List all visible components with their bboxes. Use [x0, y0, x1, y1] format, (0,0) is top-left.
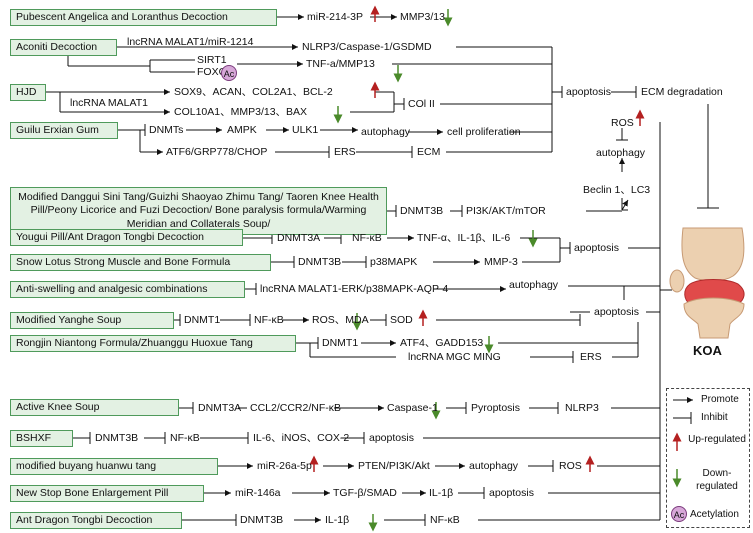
acetylation-icon: Ac: [221, 65, 237, 81]
intervention-snow-lotus: Snow Lotus Strong Muscle and Bone Formul…: [10, 254, 271, 271]
label-beclin1-lc3: Beclin 1、LC3: [583, 184, 651, 196]
label-dnmt3b-antdragon: DNMT3B: [240, 514, 284, 526]
label-dnmts: DNMTs: [149, 124, 184, 136]
intervention-buyang-huanwu: modified buyang huanwu tang: [10, 458, 218, 475]
intervention-bshxf: BSHXF: [10, 430, 73, 447]
label-nlrp3-caspase1-gsdmd: NLRP3/Caspase-1/GSDMD: [302, 41, 432, 53]
label-nfkb-yanghe: NF-κB: [254, 314, 284, 326]
label-lncrna-malat1-mir1214: lncRNA MALAT1/miR-1214: [127, 36, 254, 48]
label-koa: KOA: [693, 343, 722, 358]
label-nfkb-bshxf: NF-κB: [170, 432, 200, 444]
label-il1b-newstop: IL-1β: [429, 487, 454, 499]
label-apoptosis-yougui: apoptosis: [574, 242, 619, 254]
label-dnmt3b-danggui: DNMT3B: [400, 205, 444, 217]
label-p38mapk: p38MAPK: [370, 256, 418, 268]
label-apoptosis-bshxf: apoptosis: [369, 432, 414, 444]
label-sox9-acan: SOX9、ACAN、COL2A1、BCL-2: [174, 86, 333, 98]
label-nfkb-yougui: NF-κB: [352, 232, 382, 244]
label-ulk1: ULK1: [292, 124, 319, 136]
intervention-guilu-erxian-gum: Guilu Erxian Gum: [10, 122, 118, 139]
label-atf4-gadd153: ATF4、GADD153: [400, 337, 484, 349]
label-ers-rongjin: ERS: [580, 351, 602, 363]
intervention-yougui-pill: Yougui Pill/Ant Dragon Tongbi Decoction: [10, 229, 243, 246]
legend-acetylation-icon: Ac: [671, 506, 687, 522]
label-ers-guilu: ERS: [334, 146, 356, 158]
intervention-hjd: HJD: [10, 84, 46, 101]
label-il1b-antdragon: IL-1β: [325, 514, 350, 526]
label-ecm: ECM: [417, 146, 441, 158]
label-autophagy-anti: autophagy: [509, 279, 559, 291]
label-dnmt3a-yougui: DNMT3A: [277, 232, 321, 244]
legend-promote: Promote: [701, 394, 739, 405]
label-ros-mda: ROS、MDA: [312, 314, 369, 326]
intervention-aconiti-decoction: Aconiti Decoction: [10, 39, 117, 56]
label-pyroptosis: Pyroptosis: [471, 402, 521, 414]
label-mir-146a: miR-146a: [235, 487, 281, 499]
label-apoptosis-top: apoptosis: [566, 86, 611, 98]
label-sod: SOD: [390, 314, 413, 326]
legend-up-regulated: Up-regulated: [688, 434, 746, 445]
label-il6-inos-cox2: IL-6、iNOS、COX-2: [253, 432, 350, 444]
legend-symbols: [672, 397, 693, 488]
label-mmp-3: MMP-3: [484, 256, 518, 268]
intervention-rongjin-niantong: Rongjin Niantong Formula/Zhuanggu Huoxue…: [10, 335, 296, 352]
intervention-pubescent-angelica: Pubescent Angelica and Loranthus Decocti…: [10, 9, 277, 26]
label-col-ii: COl II: [408, 98, 435, 110]
intervention-ant-dragon-tongbi: Ant Dragon Tongbi Decoction: [10, 512, 182, 529]
label-ampk: AMPK: [227, 124, 257, 136]
label-ecm-degradation: ECM degradation: [641, 86, 723, 98]
label-tnf-mmp13: TNF-a/MMP13: [306, 58, 375, 70]
intervention-new-stop-bone: New Stop Bone Enlargement Pill: [10, 485, 204, 502]
intervention-active-knee-soup: Active Knee Soup: [10, 399, 179, 416]
legend-down-regulated: Down-regulated: [696, 468, 738, 492]
label-apoptosis-newstop: apoptosis: [489, 487, 534, 499]
label-col10a1-bax: COL10A1、MMP3/13、BAX: [174, 106, 308, 118]
intervention-anti-swelling: Anti-swelling and analgesic combinations: [10, 281, 245, 298]
label-pten-pi3k-akt: PTEN/PI3K/Akt: [358, 460, 430, 472]
label-sirt1: SIRT1: [197, 54, 227, 66]
label-cell-proliferation: cell proliferation: [447, 126, 521, 138]
label-ccl2-ccr2-nfkb: CCL2/CCR2/NF-κB: [250, 402, 342, 414]
label-tnf-il1b-il6: TNF-α、IL-1β、IL-6: [417, 232, 511, 244]
label-dnmt1-rongjin: DNMT1: [322, 337, 359, 349]
legend-acetylation: Acetylation: [690, 509, 739, 520]
label-lncrna-mgc-ming: lncRNA MGC MING: [408, 351, 501, 363]
intervention-modified-danggui: Modified Danggui Sini Tang/Guizhi Shaoya…: [10, 187, 387, 235]
legend-inhibit: Inhibit: [701, 412, 728, 423]
label-autophagy-guilu: autophagy: [361, 126, 411, 138]
label-lncrna-erk-aqp4: lncRNA MALAT1-ERK/p38MAPK-AQP-4: [260, 283, 449, 295]
label-atf6-grp778-chop: ATF6/GRP778/CHOP: [166, 146, 268, 158]
label-mmp3-13: MMP3/13: [400, 11, 445, 23]
label-apoptosis-yanghe: apoptosis: [594, 306, 639, 318]
label-autophagy-top: autophagy: [596, 147, 646, 159]
label-dnmt3b-bshxf: DNMT3B: [95, 432, 139, 444]
label-ros-buyang: ROS: [559, 460, 582, 472]
label-nlrp3: NLRP3: [565, 402, 599, 414]
knee-joint-illustration: [669, 227, 745, 339]
label-autophagy-buyang: autophagy: [469, 460, 519, 472]
label-nfkb-antdragon: NF-κB: [430, 514, 460, 526]
label-dnmt3a-active: DNMT3A: [198, 402, 242, 414]
label-foxo1: FOXO1: [197, 66, 233, 78]
label-mir-214-3p: miR-214-3P: [307, 11, 364, 23]
label-ros-top: ROS: [611, 117, 634, 129]
label-dnmt1-yanghe: DNMT1: [184, 314, 221, 326]
label-pi3k-akt-mtor: PI3K/AKT/mTOR: [466, 205, 546, 217]
intervention-modified-yanghe: Modified Yanghe Soup: [10, 312, 174, 329]
legend: Promote Inhibit Up-regulated Down-regula…: [666, 388, 750, 528]
label-dnmt3b-snow: DNMT3B: [298, 256, 342, 268]
label-tgf-smad: TGF-β/SMAD: [333, 487, 397, 499]
label-caspase-1: Caspase-1: [387, 402, 438, 414]
label-lncrna-malat1: lncRNA MALAT1: [70, 97, 148, 109]
label-mir-26a-5p: miR-26a-5p: [257, 460, 312, 472]
